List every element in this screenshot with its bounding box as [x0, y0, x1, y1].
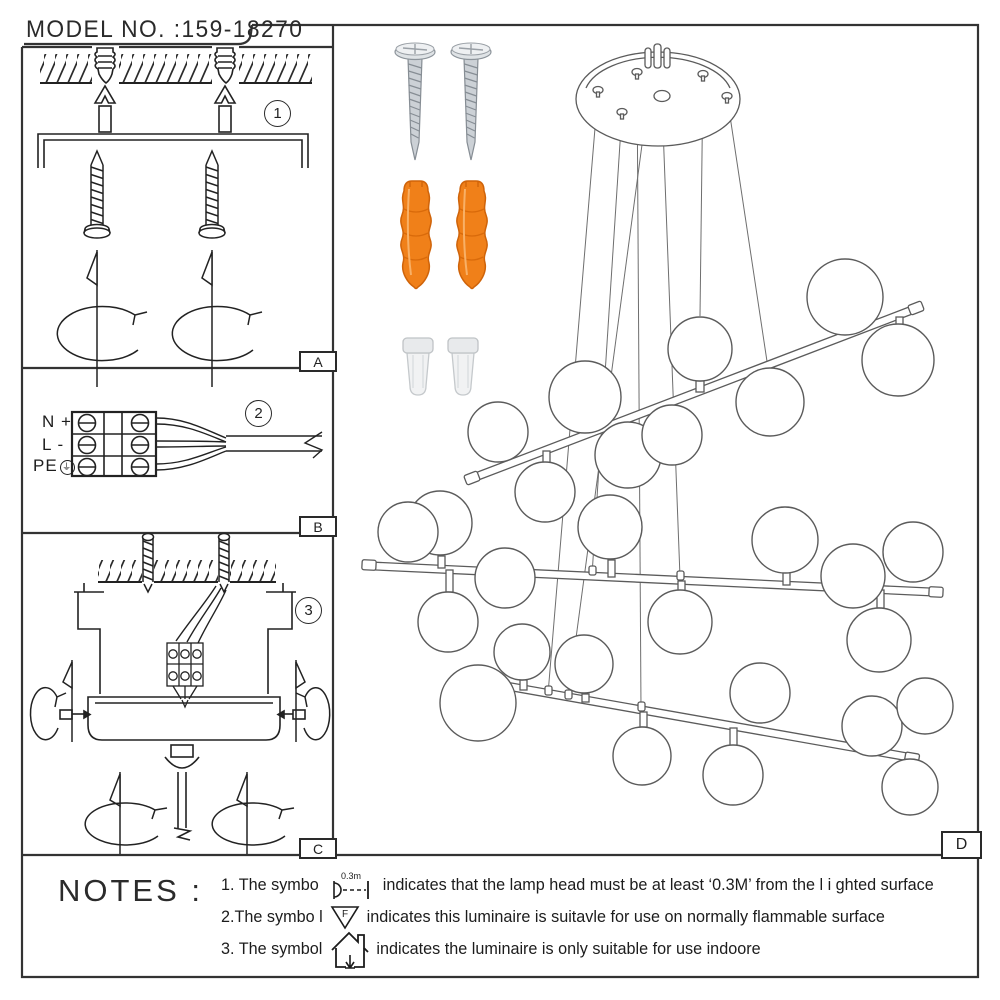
cable-grips	[544, 565, 685, 712]
panel-b-art	[70, 410, 324, 478]
model-number: MODEL NO. :159-18270	[26, 16, 304, 43]
glass-globes	[377, 258, 954, 816]
terminal-label-live: L -	[42, 435, 65, 454]
notes-list: 1. The symbo 0.3m indicates that the lam…	[217, 869, 977, 969]
note-3-text: indicates the luminaire is only suitable…	[376, 939, 761, 958]
note-line-3: 3. The symbol indicates the luminaire is…	[217, 931, 977, 969]
wire-connector-icon	[447, 337, 479, 396]
wire-connector-icon	[402, 337, 434, 396]
note-1-prefix: 1. The symbo	[221, 875, 319, 894]
note-line-2: 2.The symbo l F indicates this luminaire…	[217, 901, 977, 933]
indoor-house-icon	[327, 928, 371, 970]
flammable-triangle-icon: F	[330, 904, 360, 930]
hardware-art	[394, 42, 492, 396]
panel-label-a: A	[299, 351, 337, 372]
notes-title: NOTES :	[58, 873, 204, 908]
terminal-screws	[77, 413, 150, 477]
suspension-cables	[547, 69, 769, 710]
earth-symbol-icon: ⏚	[59, 460, 75, 475]
panel-label-c: C	[299, 838, 337, 859]
terminal-label-earth: PE⏚	[33, 456, 75, 476]
step-3-badge: 3	[295, 597, 322, 624]
wall-anchor-icon	[399, 180, 433, 290]
supply-wires	[155, 417, 324, 471]
step-1-badge: 1	[264, 100, 291, 127]
panel-c-art	[29, 532, 331, 854]
panel-label-b: B	[299, 516, 337, 537]
side-pins	[59, 709, 306, 720]
globe-collars	[437, 316, 904, 747]
svg-text:F: F	[342, 909, 348, 920]
mounting-screw-icon	[450, 42, 492, 161]
note-2-prefix: 2.The symbo l	[221, 907, 323, 926]
terminal-label-neutral: N +	[42, 412, 72, 431]
note-1-text: indicates that the lamp head must be at …	[382, 875, 934, 894]
canopy-stem	[164, 744, 200, 841]
note-2-text: indicates this luminaire is suitavle for…	[366, 907, 885, 926]
chandelier-art	[361, 43, 954, 816]
note-3-prefix: 3. The symbol	[221, 939, 323, 958]
mounting-screw-icon	[394, 42, 436, 161]
ceiling-canopy	[575, 43, 741, 147]
panel-label-d: D	[941, 831, 982, 859]
page-borders	[20, 23, 980, 979]
rotation-marks-mid	[29, 660, 331, 742]
step-2-badge: 2	[245, 400, 272, 427]
wire-bundle	[175, 585, 227, 644]
panel-a-art	[37, 46, 312, 388]
lamp-distance-icon: 0.3m	[326, 870, 376, 900]
rotation-marks-bottom	[84, 772, 295, 854]
svg-text:0.3m: 0.3m	[341, 871, 361, 881]
wall-anchor-icon	[455, 180, 489, 290]
note-line-1: 1. The symbo 0.3m indicates that the lam…	[217, 869, 977, 901]
mini-terminal-block	[166, 642, 204, 709]
